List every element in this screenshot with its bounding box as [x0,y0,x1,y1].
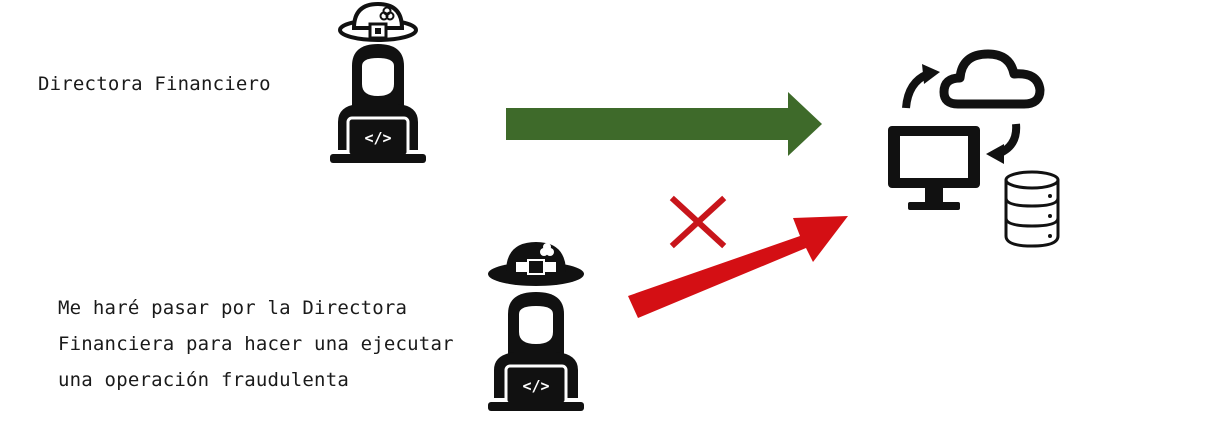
attacker-speech: Me haré pasar por la Directora Financier… [58,290,454,398]
monitor-icon [888,126,980,210]
laptop-code-glyph: </> [364,129,391,147]
person-laptop-white-hat-icon: </> [330,1,426,163]
legit-access-arrow [506,92,822,156]
database-icon [1004,170,1060,248]
white-hat-icon [338,1,418,42]
sync-arrow-icon [986,123,1021,164]
fraud-access-arrow [628,216,848,318]
attacker-speech-line: Me haré pasar por la Directora [58,297,408,319]
attacker-speech-line: una operación fraudulenta [58,369,349,391]
computer-cloud-database-icon [888,49,1060,248]
legit-user-label: Directora Financiero [38,73,271,95]
black-hat-icon [488,242,584,286]
person-laptop-black-hat-icon: </> [488,242,584,411]
cross-mark-icon [669,195,727,249]
laptop-code-glyph: </> [522,377,549,395]
sync-arrow-icon [902,64,940,109]
cloud-icon [939,49,1045,109]
attacker-speech-line: Financiera para hacer una ejecutar [58,333,454,355]
